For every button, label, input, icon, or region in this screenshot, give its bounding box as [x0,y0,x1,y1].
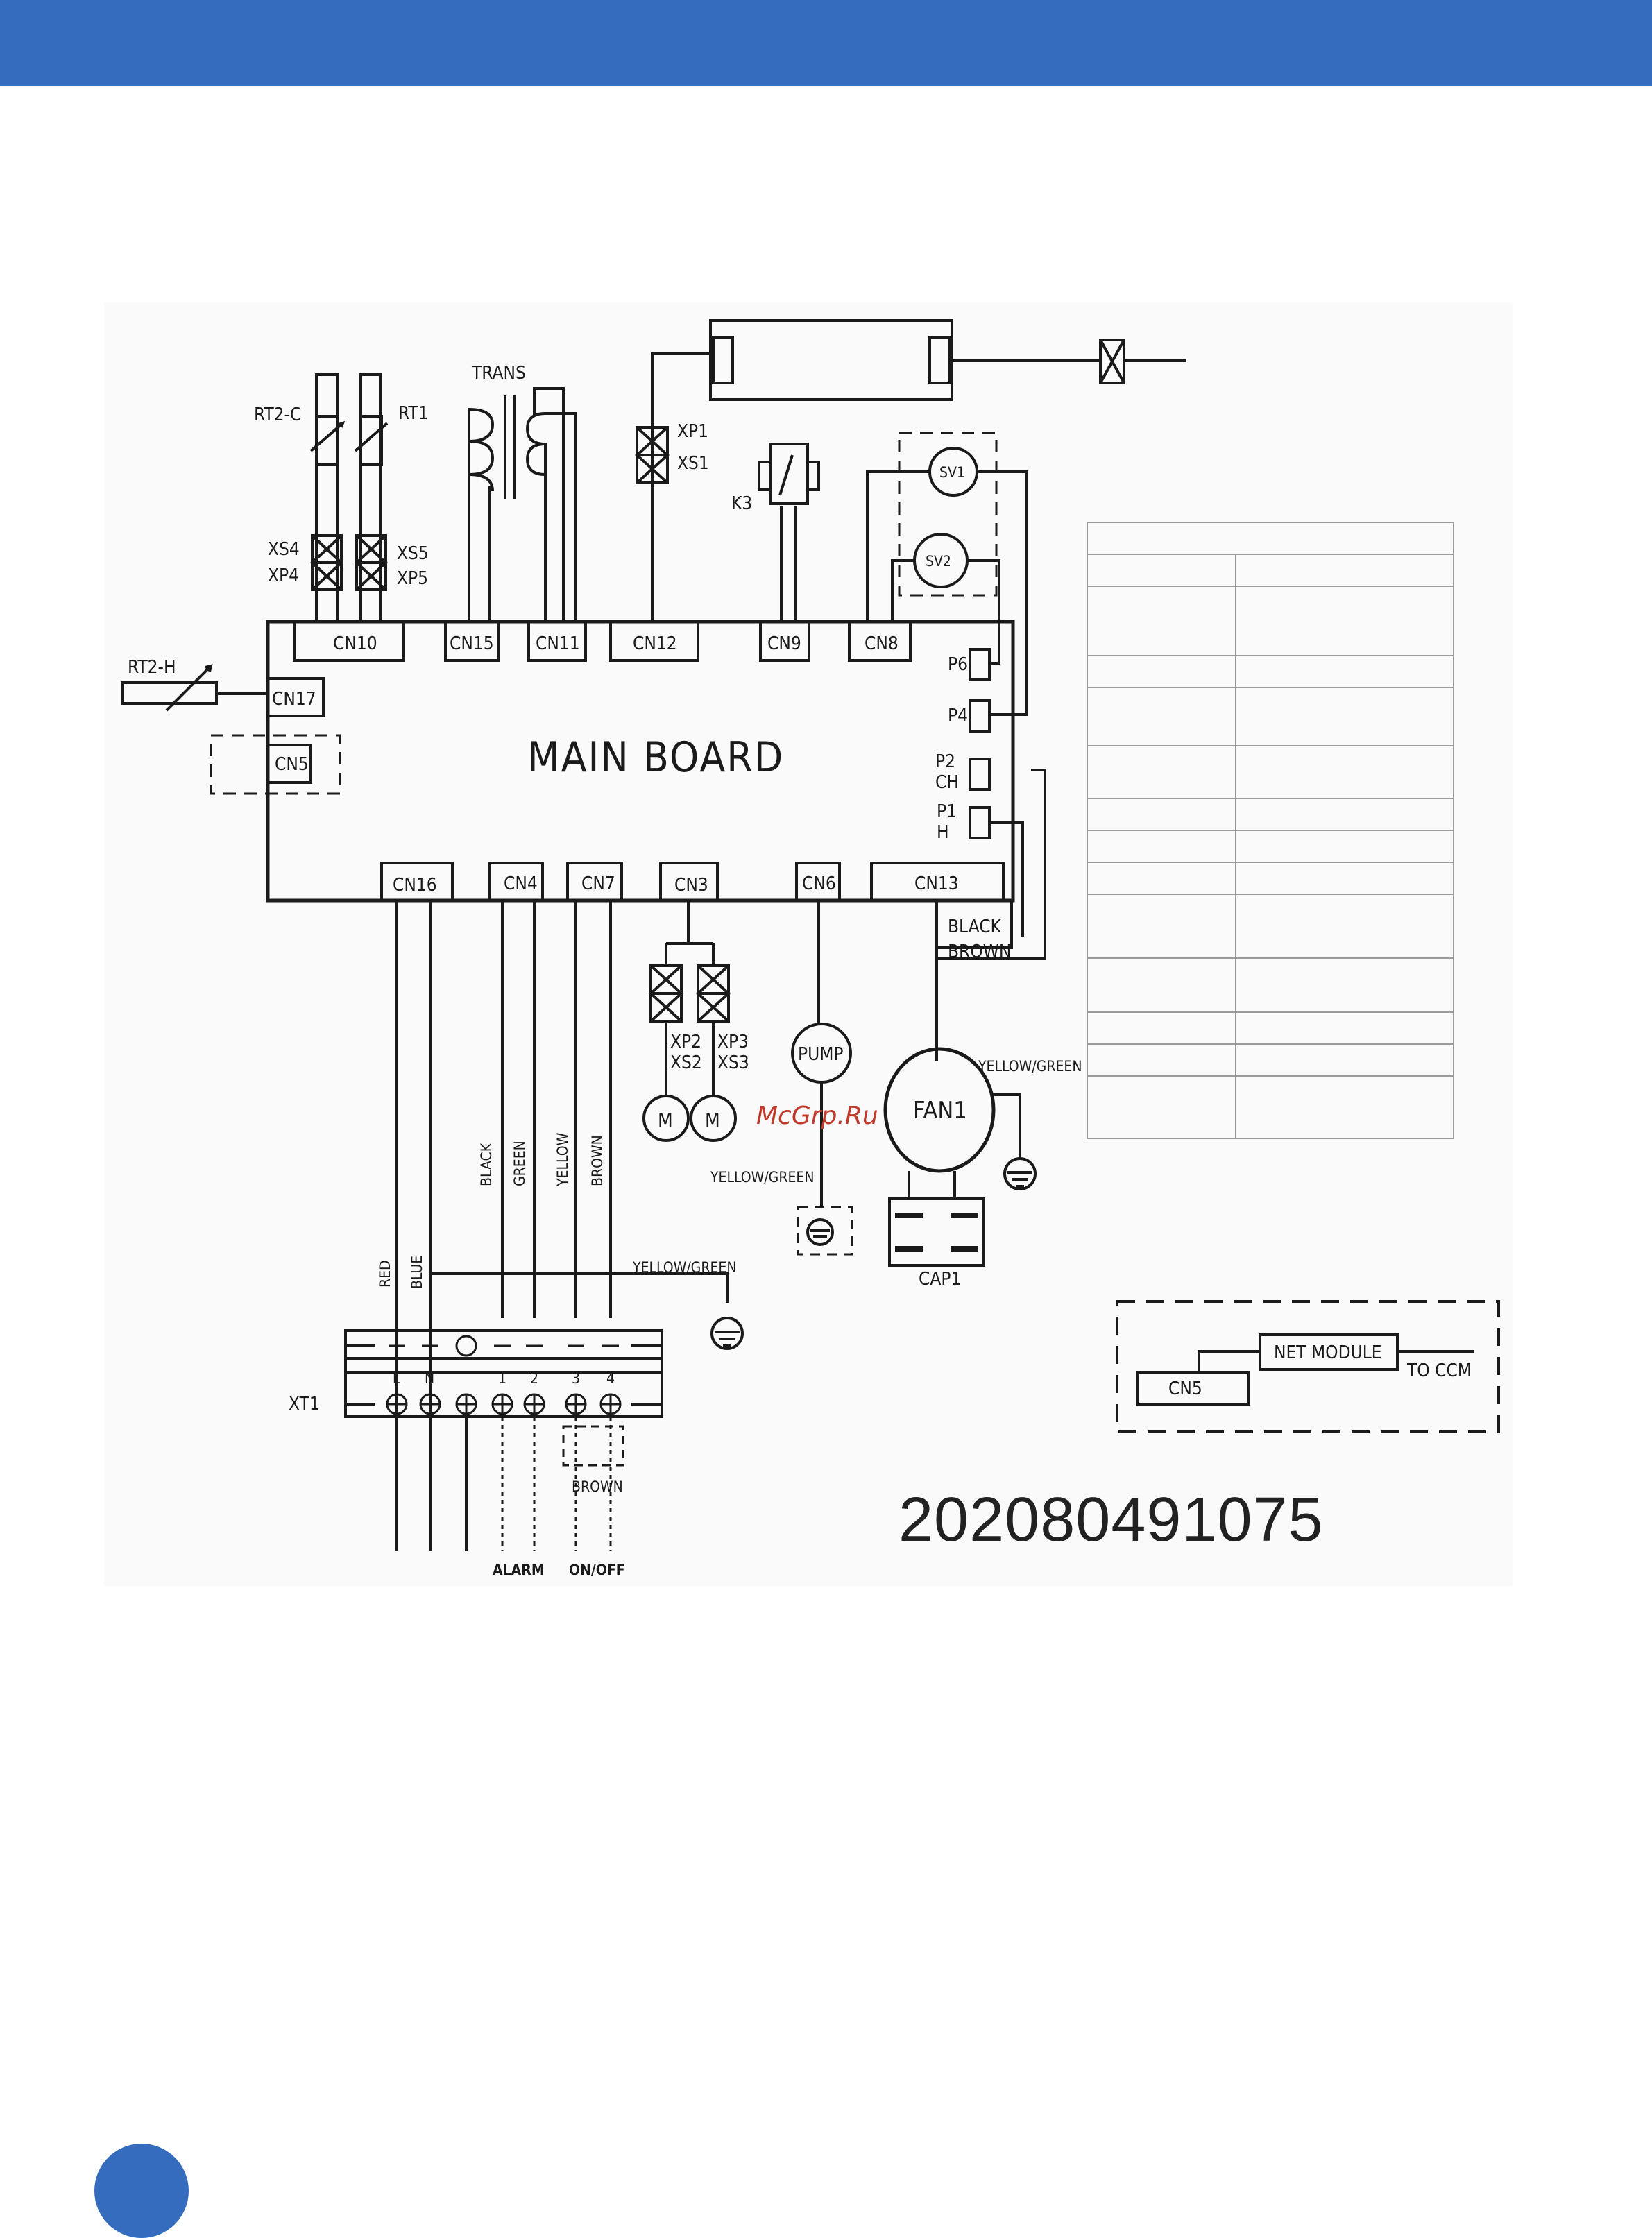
xp2-label: XP2 [670,1032,701,1052]
cn16-label: CN16 [393,875,437,896]
wire-black-fan-label: BLACK [948,916,1002,937]
fan1-label: FAN1 [913,1097,967,1125]
watermark: McGrp.Ru [756,1102,878,1130]
p4-label: P4 [948,706,968,726]
p1-label: P1 [937,801,957,822]
xp1-label: XP1 [677,421,708,442]
pump-label: PUMP [798,1044,844,1065]
cn4-label: CN4 [504,873,538,894]
p2-label: P2 [935,751,955,772]
cn8-label: CN8 [865,633,899,654]
document-number: 202080491075 [899,1485,1324,1555]
xs5-label: XS5 [397,543,429,564]
rt2c-label: RT2-C [254,404,301,425]
cn9-label: CN9 [767,633,801,654]
rt2h-label: RT2-H [128,657,176,678]
terminal-l: L [393,1370,400,1387]
net-module-label: NET MODULE [1274,1342,1382,1363]
cn11-label: CN11 [536,633,580,654]
onoff-label: ON/OFF [569,1562,625,1578]
xt1-label: XT1 [289,1394,320,1415]
wire-yg-pump-label: YELLOW/GREEN [710,1169,814,1186]
wire-brown-jumper-label: BROWN [572,1478,623,1495]
xs2-label: XS2 [670,1052,702,1073]
motor2-label: M [705,1109,720,1131]
xs3-label: XS3 [717,1052,749,1073]
k3-label: K3 [731,493,752,514]
xs1-label: XS1 [677,453,709,474]
cn5-label: CN5 [275,754,309,775]
cn13-label: CN13 [914,873,959,894]
wire-yellow-label: YELLOW [554,1132,571,1187]
wire-brown-fan-label: BROWN [948,941,1011,962]
wire-yg-terminal-label: YELLOW/GREEN [632,1259,736,1276]
xp3-label: XP3 [717,1032,749,1052]
terminal-2: 2 [530,1370,538,1387]
terminal-n: N [425,1370,434,1387]
wire-red-label: RED [377,1260,393,1288]
h-label: H [937,822,949,843]
cn6-label: CN6 [802,873,836,894]
xs4-label: XS4 [268,539,300,560]
wire-brown-label: BROWN [589,1135,606,1186]
main-board-title: MAIN BOARD [527,733,784,782]
net-cn5-label: CN5 [1168,1378,1202,1399]
sv2-label: SV2 [926,553,951,570]
cn10-label: CN10 [333,633,377,654]
diagram-background [104,302,1513,1586]
xp5-label: XP5 [397,568,428,589]
xp4-label: XP4 [268,565,299,586]
legend-table [1087,522,1454,1139]
page-badge [94,2144,189,2238]
ch-label: CH [935,772,959,793]
cn12-label: CN12 [633,633,677,654]
cn7-label: CN7 [581,873,615,894]
rt1-label: RT1 [398,403,429,424]
terminal-1: 1 [498,1370,506,1387]
sv1-label: SV1 [939,464,965,481]
motor1-label: M [658,1109,673,1131]
wire-black-label: BLACK [478,1143,495,1186]
cn17-label: CN17 [272,689,316,710]
cap1-label: CAP1 [919,1269,961,1290]
cn3-label: CN3 [674,875,708,896]
wire-green-label: GREEN [511,1141,528,1186]
to-ccm-label: TO CCM [1406,1360,1472,1381]
trans-label: TRANS [471,363,526,384]
terminal-4: 4 [606,1370,615,1387]
alarm-label: ALARM [493,1562,545,1578]
wire-yg-fan-label: YELLOW/GREEN [978,1058,1082,1075]
wire-blue-label: BLUE [409,1256,425,1289]
p6-label: P6 [948,654,968,675]
header-bar [0,0,1652,86]
cn15-label: CN15 [450,633,494,654]
terminal-3: 3 [572,1370,580,1387]
